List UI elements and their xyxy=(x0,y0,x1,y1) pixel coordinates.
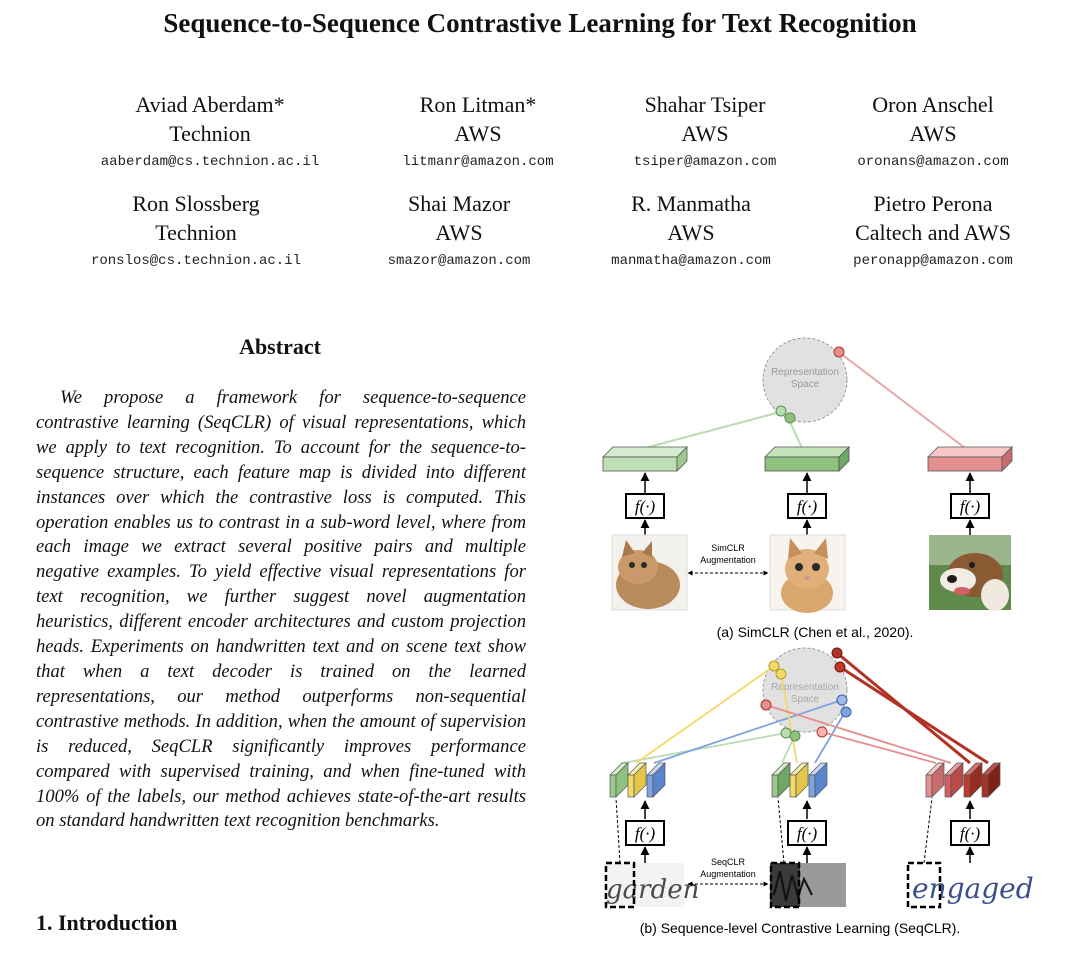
figure-1: Representation Space xyxy=(590,335,1040,950)
handwriting-image: engaged xyxy=(906,861,1036,909)
author-block: Oron Anschel AWS oronans@amazon.com xyxy=(813,90,1053,170)
encoder-box xyxy=(787,493,827,519)
section-heading: 1. Introduction xyxy=(36,910,178,935)
encoder-box xyxy=(787,820,827,846)
author-affiliation: Technion xyxy=(155,220,237,245)
author-name: R. Manmatha xyxy=(631,191,751,216)
augmentation-label: Augmentation xyxy=(700,555,756,565)
rep-space-label: Space xyxy=(791,379,820,390)
author-block: Shai Mazor AWS smazor@amazon.com xyxy=(339,189,579,269)
projection-lines xyxy=(622,651,989,765)
embedding-point xyxy=(784,412,796,424)
author-email: aaberdam@cs.technion.ac.il xyxy=(100,154,320,170)
abstract-body: We propose a framework for sequence-to-s… xyxy=(36,387,526,832)
encoder-box xyxy=(625,493,665,519)
encoder-box xyxy=(950,493,990,519)
encoder-box xyxy=(950,820,990,846)
author-name: Ron Litman* xyxy=(419,92,537,117)
author-affiliation: AWS xyxy=(681,121,729,146)
author-block: R. Manmatha AWS manmatha@amazon.com xyxy=(571,189,811,269)
projection-line xyxy=(644,411,781,449)
crop-box xyxy=(604,861,636,909)
augmentation-label: Augmentation xyxy=(700,869,756,879)
feature-slices xyxy=(925,762,1001,798)
author-email: oronans@amazon.com xyxy=(857,154,1009,170)
cat-image xyxy=(611,534,688,611)
feature-slices xyxy=(609,762,666,798)
encoder-label: f(·) xyxy=(797,497,818,516)
abstract-heading: Abstract xyxy=(239,334,321,359)
encoder-label: f(·) xyxy=(635,824,656,843)
rep-space-label: Representation xyxy=(771,682,839,693)
caption-a: (a) SimCLR (Chen et al., 2020). xyxy=(717,624,914,640)
augmentation-label: SimCLR xyxy=(711,543,745,553)
embedding-points xyxy=(760,647,852,742)
projection-line xyxy=(839,352,966,449)
representation-space-sphere xyxy=(762,337,848,423)
author-email: litmanr@amazon.com xyxy=(402,154,554,170)
feature-slices xyxy=(771,762,828,798)
feature-slab xyxy=(927,446,1013,472)
crop-box xyxy=(769,861,801,909)
embedding-point xyxy=(775,405,787,417)
author-name: Shahar Tsiper xyxy=(644,92,766,117)
author-block: Ron Litman* AWS litmanr@amazon.com xyxy=(358,90,598,170)
dog-image xyxy=(929,535,1011,611)
author-name: Oron Anschel xyxy=(872,92,994,117)
caption-b: (b) Sequence-level Contrastive Learning … xyxy=(640,920,961,936)
author-affiliation: AWS xyxy=(435,220,483,245)
embedding-point xyxy=(833,346,845,358)
author-affiliation: AWS xyxy=(909,121,957,146)
author-name: Shai Mazor xyxy=(407,191,511,216)
handwritten-word: engaged xyxy=(912,872,1034,905)
author-affiliation: AWS xyxy=(454,121,502,146)
author-affiliation: AWS xyxy=(667,220,715,245)
author-name: Aviad Aberdam* xyxy=(135,92,285,117)
encoder-label: f(·) xyxy=(960,497,981,516)
encoder-box xyxy=(625,820,665,846)
author-email: peronapp@amazon.com xyxy=(853,253,1013,269)
author-block: Aviad Aberdam* Technion aaberdam@cs.tech… xyxy=(90,90,330,170)
author-block: Ron Slossberg Technion ronslos@cs.techni… xyxy=(76,189,316,269)
rep-space-label: Representation xyxy=(771,367,839,378)
cat-image-augmented xyxy=(769,534,846,613)
author-name: Pietro Perona xyxy=(873,191,993,216)
author-affiliation: Technion xyxy=(169,121,251,146)
figure-svg: Representation Space xyxy=(602,337,1036,936)
feature-slab xyxy=(764,446,850,472)
handwriting-image-augmented xyxy=(769,861,846,909)
augmentation-label: SeqCLR xyxy=(711,857,746,867)
panel-a: Representation Space xyxy=(602,337,1013,613)
encoder-label: f(·) xyxy=(797,824,818,843)
author-email: ronslos@cs.technion.ac.il xyxy=(90,253,302,269)
author-email: manmatha@amazon.com xyxy=(611,253,771,269)
encoder-label: f(·) xyxy=(635,497,656,516)
author-block: Shahar Tsiper AWS tsiper@amazon.com xyxy=(585,90,825,170)
handwritten-word: garden xyxy=(606,875,699,905)
author-email: smazor@amazon.com xyxy=(387,253,531,269)
paper-title: Sequence-to-Sequence Contrastive Learnin… xyxy=(163,8,917,38)
feature-slab xyxy=(602,446,688,472)
author-name: Ron Slossberg xyxy=(132,191,260,216)
author-block: Pietro Perona Caltech and AWS peronapp@a… xyxy=(813,189,1053,269)
author-email: tsiper@amazon.com xyxy=(633,154,777,170)
handwriting-image: garden xyxy=(604,861,699,909)
encoder-label: f(·) xyxy=(960,824,981,843)
author-affiliation: Caltech and AWS xyxy=(855,220,1011,245)
panel-b: Representation Space xyxy=(604,647,1036,909)
rep-space-label: Space xyxy=(791,694,820,705)
crop-box xyxy=(906,861,942,909)
